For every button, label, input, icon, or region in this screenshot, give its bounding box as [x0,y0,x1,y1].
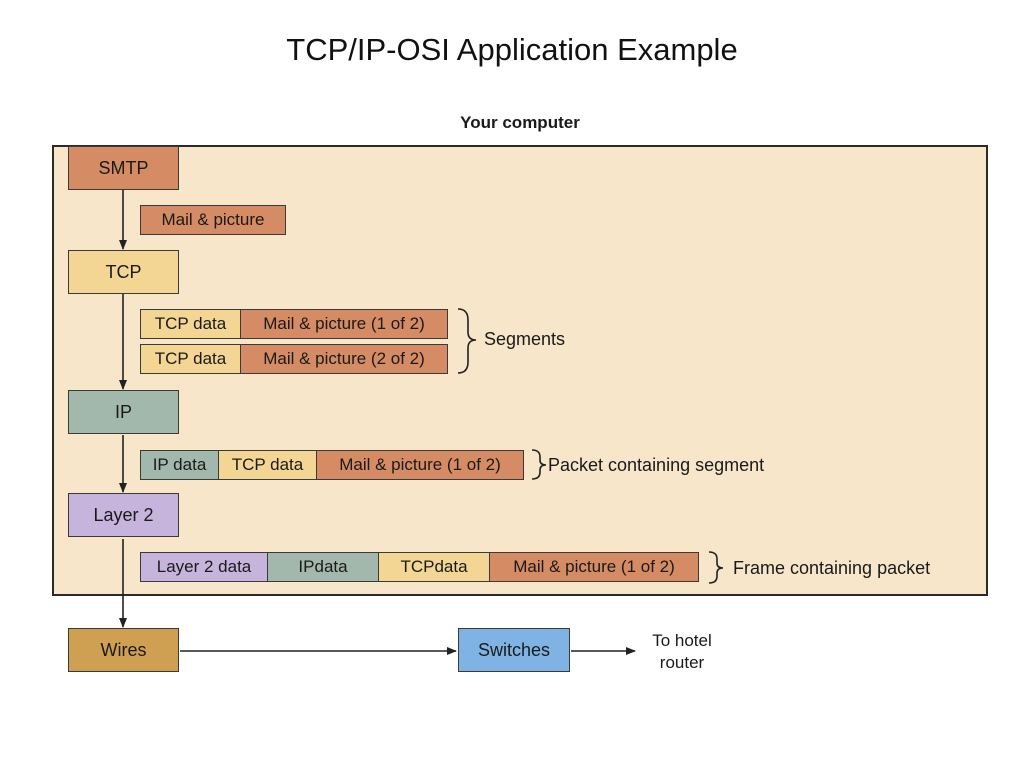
packet-row: IP data TCP data Mail & picture (1 of 2) [140,450,524,480]
smtp-layer-box: SMTP [68,146,179,190]
packet-brace [531,449,547,480]
tcp-layer-box: TCP [68,250,179,294]
layer2-layer-box: Layer 2 [68,493,179,537]
frame-row: Layer 2 data IPdata TCPdata Mail & pictu… [140,552,699,582]
frame-mail-cell: Mail & picture (1 of 2) [490,553,698,581]
switches-box: Switches [458,628,570,672]
wires-box: Wires [68,628,179,672]
segments-brace [457,308,477,374]
segment-mail-cell: Mail & picture (2 of 2) [241,345,447,373]
packet-ip-data-cell: IP data [141,451,219,479]
destination-label: To hotel router [632,630,732,674]
frame-label: Frame containing packet [733,558,931,578]
frame-ip-data-cell: IPdata [268,553,379,581]
frame-layer2-data-cell: Layer 2 data [141,553,268,581]
destination-line-2: router [659,653,705,672]
segment-row-1: TCP data Mail & picture (1 of 2) [140,309,448,339]
segment-tcp-data-cell: TCP data [141,310,241,338]
segment-tcp-data-cell: TCP data [141,345,241,373]
segment-row-2: TCP data Mail & picture (2 of 2) [140,344,448,374]
frame-tcp-data-cell: TCPdata [379,553,490,581]
packet-label: Packet containing segment [548,455,765,475]
packet-mail-cell: Mail & picture (1 of 2) [317,451,523,479]
destination-line-1: To hotel [652,631,712,650]
page-title: TCP/IP-OSI Application Example [286,32,738,67]
frame-brace [708,551,724,584]
packet-tcp-data-cell: TCP data [219,451,317,479]
panel-caption: Your computer [460,113,580,132]
ip-layer-box: IP [68,390,179,434]
mail-picture-box: Mail & picture [140,205,286,235]
segment-mail-cell: Mail & picture (1 of 2) [241,310,447,338]
segments-label: Segments [484,329,566,349]
